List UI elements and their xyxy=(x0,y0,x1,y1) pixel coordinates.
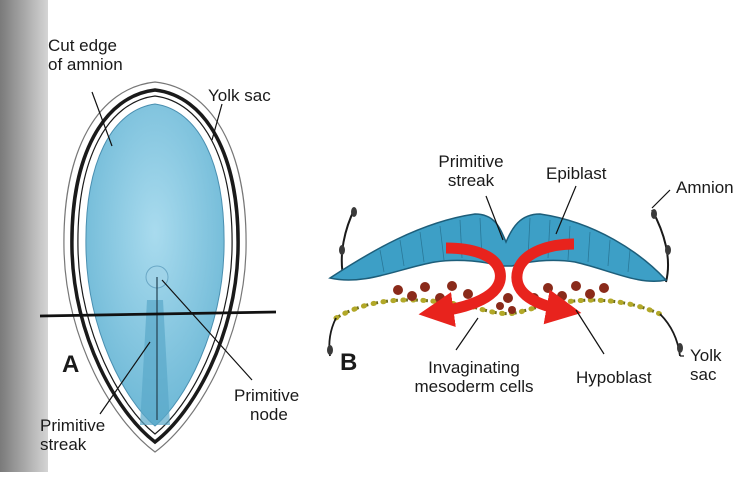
leader-b-amnion xyxy=(652,190,670,208)
label-cut-edge: Cut edge of amnion xyxy=(48,36,123,74)
leader-b-hypoblast xyxy=(576,310,604,354)
panel-b-letter: B xyxy=(340,350,357,376)
leader-b-invaginating xyxy=(456,318,478,350)
label-amnion: Amnion xyxy=(676,178,734,197)
label-hypoblast: Hypoblast xyxy=(576,368,652,387)
panel-b-drawing xyxy=(327,186,684,356)
label-yolk-sac-b: Yolk sac xyxy=(690,346,722,384)
label-primitive-streak-b: Primitive streak xyxy=(426,152,516,190)
label-invaginating-mesoderm: Invaginating mesoderm cells xyxy=(404,358,544,396)
label-epiblast: Epiblast xyxy=(546,164,606,183)
label-primitive-streak-a: Primitive streak xyxy=(40,416,105,454)
label-yolk-sac-a: Yolk sac xyxy=(208,86,271,105)
page-edge-shadow xyxy=(0,0,48,472)
yolk-sac-right xyxy=(660,314,680,356)
panel-a-letter: A xyxy=(62,352,79,378)
label-primitive-node: Primitive node xyxy=(234,386,299,424)
section-plane-line xyxy=(40,312,276,316)
